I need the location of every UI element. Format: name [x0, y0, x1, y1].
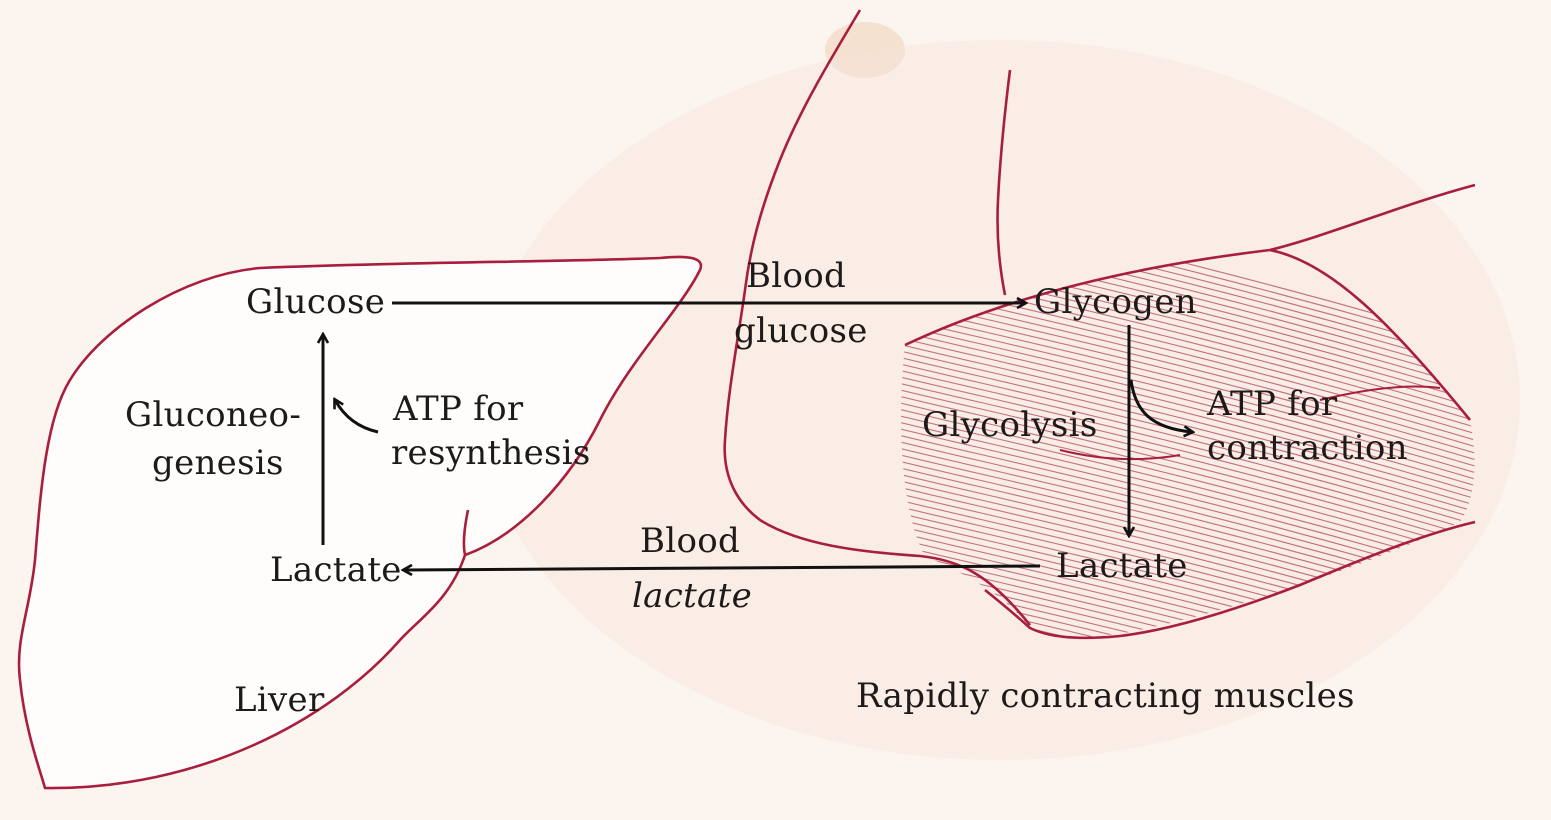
- gluconeogenesis-label-line2: genesis: [152, 443, 284, 483]
- atp-contraction-label-line1: ATP for: [1207, 384, 1337, 424]
- muscle-label: Rapidly contracting muscles: [856, 676, 1355, 716]
- blood-glucose-label-line2: glucose: [734, 311, 868, 351]
- liver-glucose-label: Glucose: [246, 282, 385, 322]
- blood-lactate-label-line2: lactate: [632, 576, 752, 616]
- atp-contraction-label-line2: contraction: [1207, 428, 1408, 468]
- gluconeogenesis-label-line1: Gluconeo-: [125, 395, 301, 435]
- atp-resynthesis-label-line2: resynthesis: [391, 433, 591, 473]
- glycolysis-label: Glycolysis: [922, 405, 1098, 445]
- blood-glucose-label-line1: Blood: [746, 256, 846, 296]
- muscle-lactate-label: Lactate: [1056, 546, 1188, 586]
- blood-lactate-label-line1: Blood: [640, 521, 740, 561]
- glycogen-label: Glycogen: [1034, 282, 1197, 322]
- liver-label: Liver: [234, 680, 325, 720]
- liver-lactate-label: Lactate: [270, 550, 402, 590]
- atp-resynthesis-label-line1: ATP for: [393, 389, 523, 429]
